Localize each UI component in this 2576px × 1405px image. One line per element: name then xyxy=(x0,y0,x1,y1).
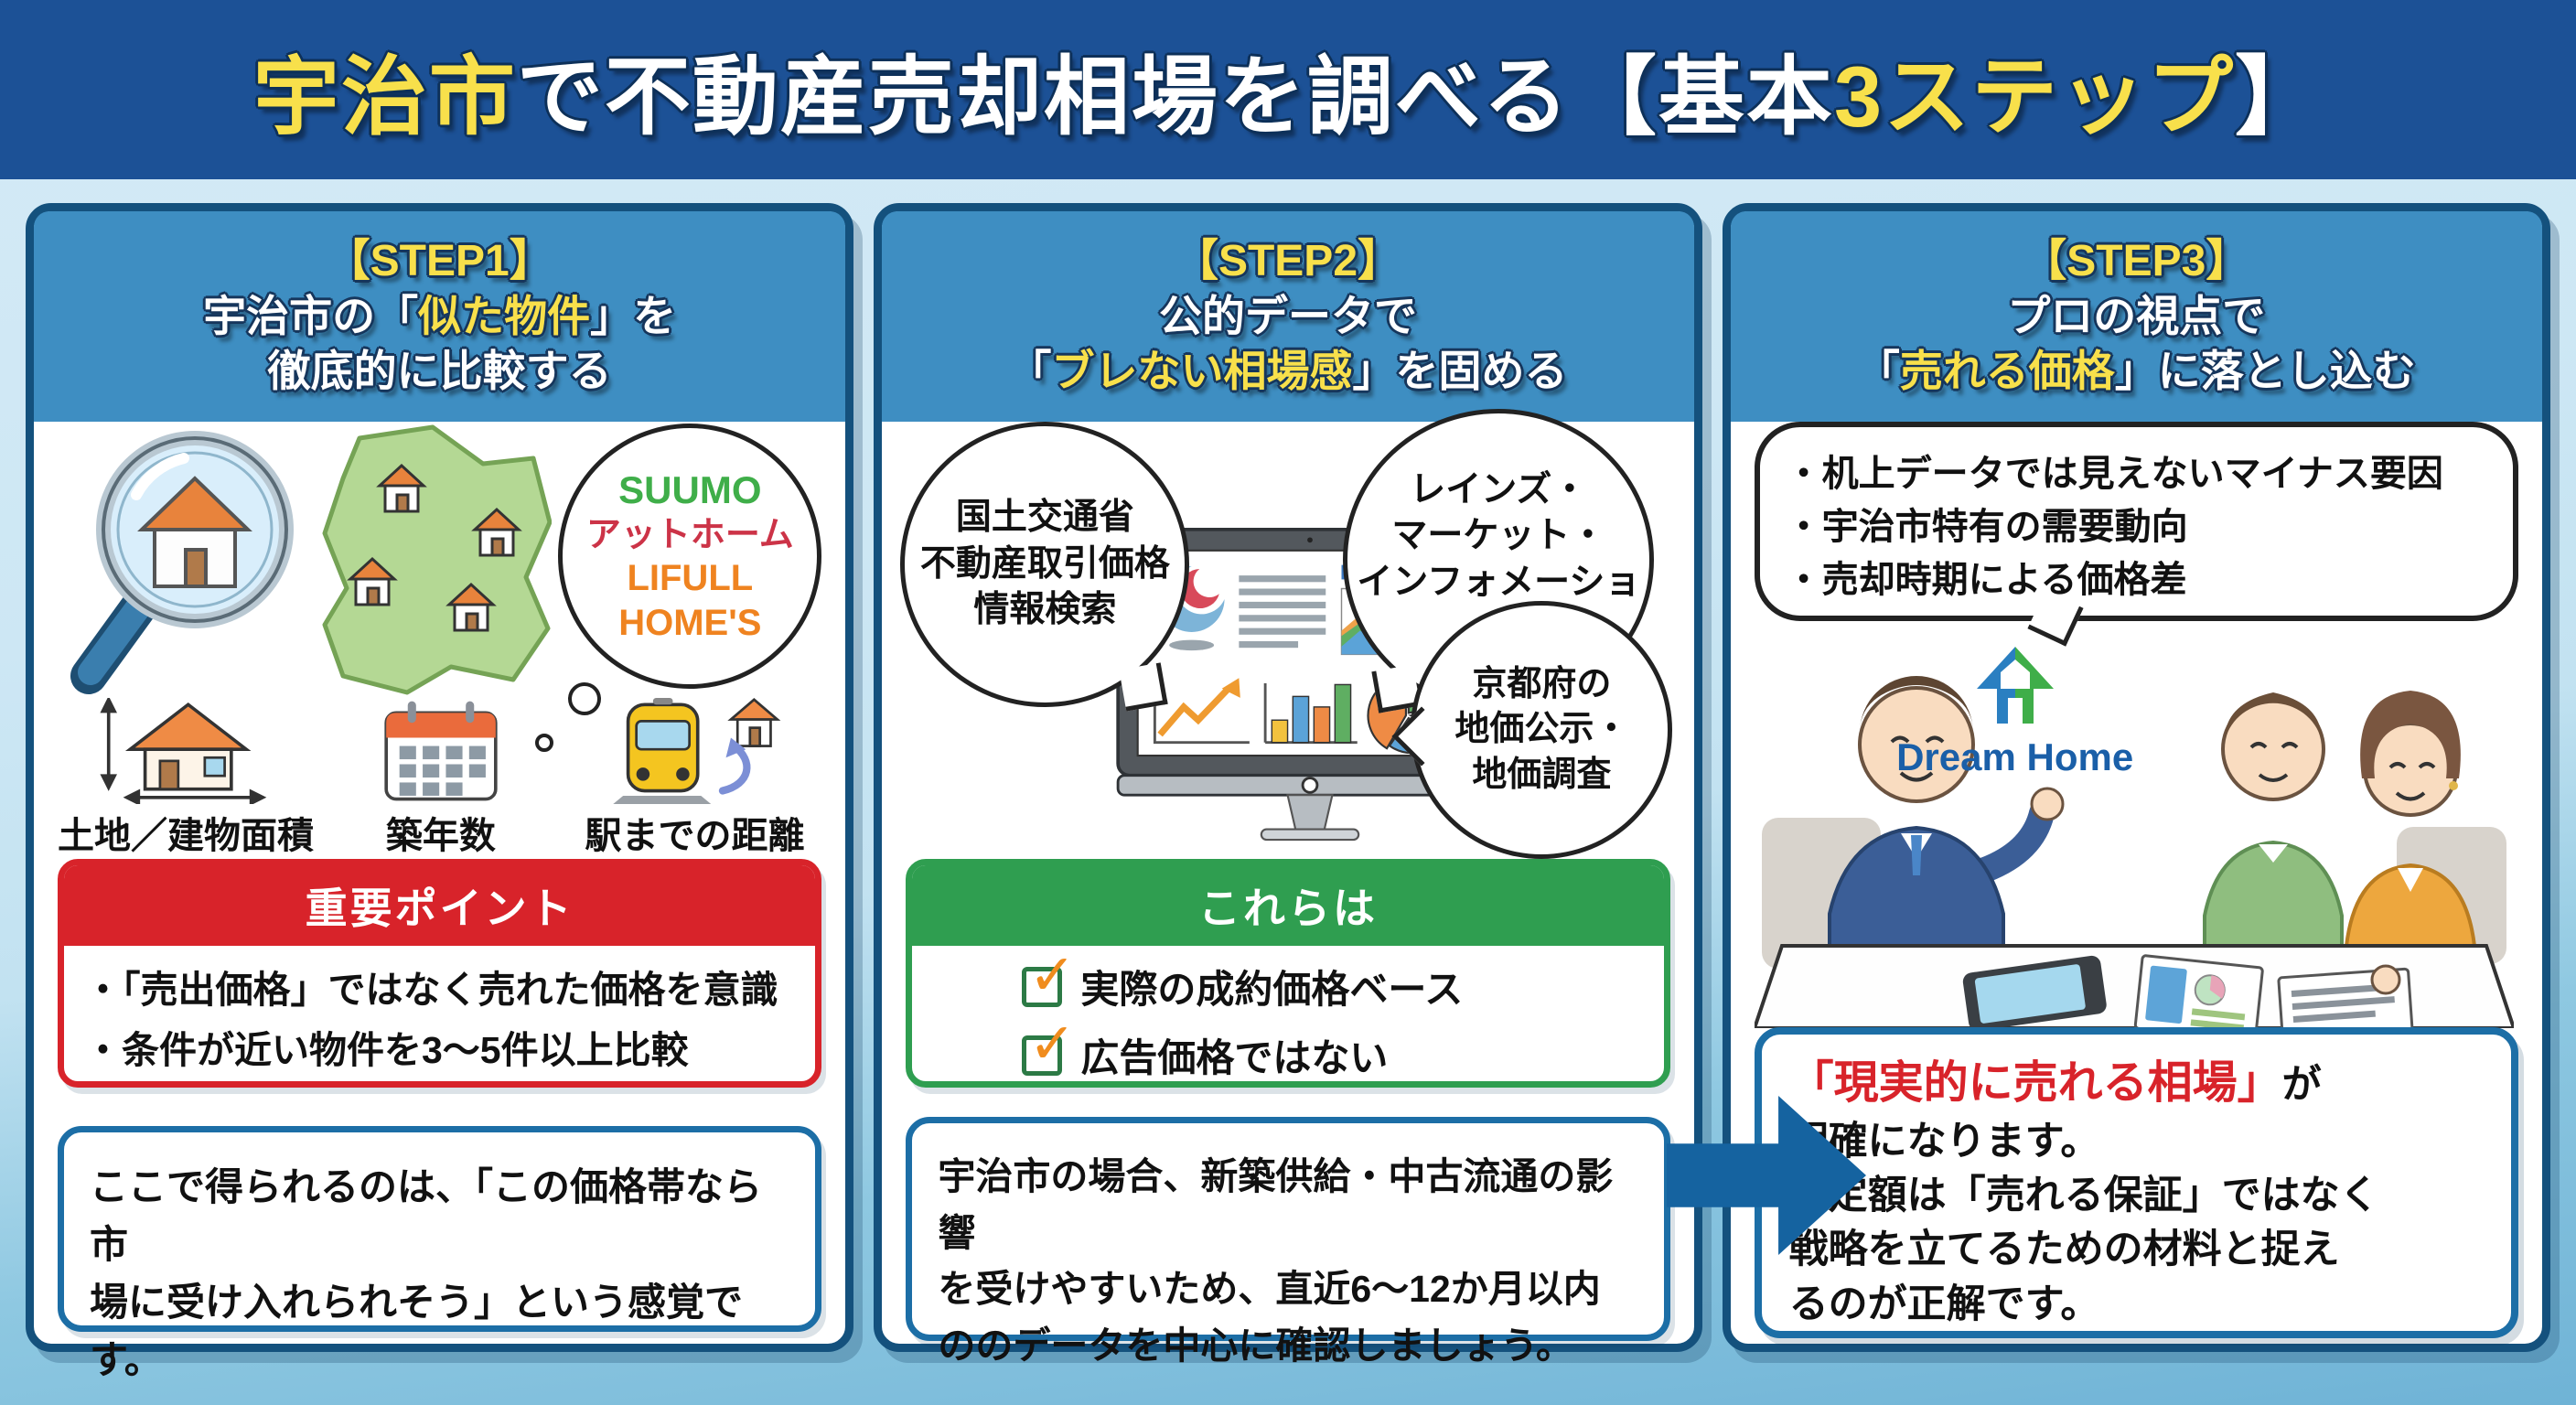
check-mark-icon: ✓ xyxy=(1028,943,1077,1007)
step3-label: 【STEP3】 xyxy=(2023,236,2250,285)
step1-illustration: SUUMO アットホーム LIFULL HOME'S xyxy=(58,422,822,752)
bubble-dot xyxy=(535,734,554,752)
house-measure-icon xyxy=(100,698,267,804)
these-are-box: これらは ✓ 実際の成約価格ベース ✓ 広告価格ではない xyxy=(906,859,1670,1088)
important-points-bullets: ・「売出価格」ではなく売れた価格を意識 ・条件が近い物件を3〜5件以上比較 xyxy=(84,969,778,1071)
check-item: ✓ 実際の成約価格ベース xyxy=(1022,947,1663,1014)
step2-illustration: 国土交通省 不動産取引価格 情報検索 レインズ・ マーケット・ インフォメーショ… xyxy=(900,409,1673,859)
calendar-icon xyxy=(384,701,498,801)
magnifier-icon xyxy=(70,431,294,694)
step1-title-line1: 宇治市の「似た物件」を xyxy=(203,291,677,340)
title-bar: 宇治市で不動産売却相場を調べる【基本3ステップ】 xyxy=(0,0,2576,179)
these-are-title: これらは xyxy=(912,865,1664,946)
athome-label: アットホーム xyxy=(585,515,794,554)
check-item: ✓ 広告価格ではない xyxy=(1022,1015,1663,1081)
city-map-shape xyxy=(322,424,552,695)
step3-card: 【STEP3】 プロの視点で 「売れる価格」に落とし込む ・机上データでは見えな… xyxy=(1722,203,2550,1352)
train-icon xyxy=(612,698,780,804)
agent-and-couple-illustration xyxy=(1751,676,2517,1046)
checkbox-icon: ✓ xyxy=(1022,947,1076,1007)
step1-body: SUUMO アットホーム LIFULL HOME'S xyxy=(58,422,822,1381)
criteria-station: 駅までの距離 xyxy=(568,698,822,859)
criteria-age: 築年数 xyxy=(314,698,568,859)
step2-body: 国土交通省 不動産取引価格 情報検索 レインズ・ マーケット・ インフォメーショ… xyxy=(900,409,1673,1367)
pro-view-bubble: ・机上データでは見えないマイナス要因 ・宇治市特有の需要動向 ・売却時期による価… xyxy=(1754,422,2518,647)
agent-figure xyxy=(1827,676,2065,948)
important-points-box: 重要ポイント ・「売出価格」ではなく売れた価格を意識 ・条件が近い物件を3〜5件… xyxy=(58,859,822,1088)
step2-label: 【STEP2】 xyxy=(1174,236,1402,285)
criteria-age-label: 築年数 xyxy=(385,816,496,856)
text-lines xyxy=(1239,575,1326,649)
train-body xyxy=(612,698,711,804)
tablet-icon xyxy=(1962,955,2107,1031)
step1-card: 【STEP1】 宇治市の「似た物件」を 徹底的に比較する xyxy=(26,203,854,1381)
steps-row: 【STEP1】 宇治市の「似た物件」を 徹底的に比較する xyxy=(26,203,2550,1381)
criteria-area-label: 土地／建物面積 xyxy=(58,816,314,856)
check-mark-icon: ✓ xyxy=(1028,1012,1077,1076)
mlit-bubble: 国土交通省 不動産取引価格 情報検索 xyxy=(900,422,1190,712)
step2-title-line2: 「ブレない相場感」を固める xyxy=(1008,347,1568,395)
checkbox-icon: ✓ xyxy=(1022,1015,1076,1076)
customer-woman-figure xyxy=(2344,691,2476,948)
bubble-dot xyxy=(568,682,602,715)
suumo-label: SUUMO xyxy=(618,468,762,512)
step2-header: 【STEP2】 公的データで 「ブレない相場感」を固める xyxy=(882,211,1694,422)
lifull-label: LIFULL xyxy=(627,558,754,598)
step1-label: 【STEP1】 xyxy=(326,236,553,285)
criteria-row: 土地／建物面積 xyxy=(58,698,821,859)
page-title: 宇治市で不動産売却相場を調べる【基本3ステップ】 xyxy=(252,48,2324,145)
conclusion-body: 明確になります。 査定額は「売れる保証」ではなく 戦略を立てるための材料と捉え … xyxy=(1788,1119,2379,1326)
step1-note-box: ここで得られるのは、「この価格帯なら市 場に受け入れられそう」という感覚です。 xyxy=(58,1126,822,1381)
portal-sites-bubble: SUUMO アットホーム LIFULL HOME'S xyxy=(535,424,822,752)
consultation-illustration: Dream Home xyxy=(1751,639,2518,1046)
dream-home-text: Dream Home xyxy=(1896,735,2134,778)
criteria-area: 土地／建物面積 xyxy=(58,698,314,859)
step2-card: 【STEP2】 公的データで 「ブレない相場感」を固める xyxy=(874,203,1702,1367)
map-house-icon xyxy=(347,463,522,632)
bubble-tail xyxy=(1119,662,1168,712)
step2-title-line1: 公的データで xyxy=(1158,291,1417,340)
small-house-icon xyxy=(726,698,780,747)
step3-title-line1: プロの視点で xyxy=(2007,291,2266,340)
step2-note-box: 宇治市の場合、新築供給・中古流通の影響 を受けやすいため、直近6〜12か月以内 … xyxy=(906,1117,1670,1367)
dream-home-logo: Dream Home xyxy=(1892,645,2139,779)
kyoto-bubble: 京都府の 地価公示・ 地価調査 xyxy=(1391,601,1673,859)
step3-title-line2: 「売れる価格」に落とし込む xyxy=(1856,347,2416,395)
customer-man-figure xyxy=(2202,692,2344,948)
important-points-title: 重要ポイント xyxy=(64,865,816,946)
step3-header: 【STEP3】 プロの視点で 「売れる価格」に落とし込む xyxy=(1730,211,2542,422)
step1-header: 【STEP1】 宇治市の「似た物件」を 徹底的に比較する xyxy=(34,211,846,422)
step3-body: ・机上データでは見えないマイナス要因 ・宇治市特有の需要動向 ・売却時期による価… xyxy=(1751,422,2518,1344)
house-logo-icon xyxy=(1976,647,2054,724)
report-doc-icon xyxy=(2133,954,2264,1042)
step1-title-line2: 徹底的に比較する xyxy=(267,347,612,395)
conclusion-box: 「現実的に売れる相場」が 明確になります。 査定額は「売れる保証」ではなく 戦略… xyxy=(1754,1027,2518,1338)
magnified-house-icon xyxy=(137,476,252,588)
bar-chart-icon xyxy=(1264,683,1358,745)
map-magnifier-illustration xyxy=(70,424,552,695)
homes-label: HOME'S xyxy=(618,602,762,643)
conclusion-line1: 「現実的に売れる相場」が xyxy=(1788,1058,2322,1108)
criteria-station-label: 駅までの距離 xyxy=(585,816,805,856)
